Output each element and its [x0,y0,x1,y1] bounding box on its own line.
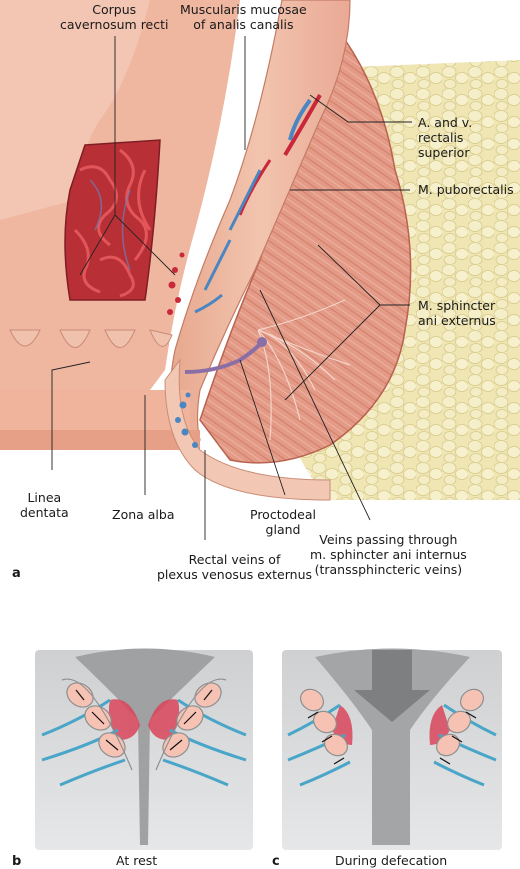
panel-letter-c: c [272,854,280,869]
caption-at-rest: At rest [116,853,158,868]
external-venous-plexus-dots [175,392,198,448]
panel-b-illustration [35,648,253,850]
arrows-rest [75,689,213,751]
panel-c-illustration [282,648,502,850]
cavernous-vessels [73,148,152,298]
panel-letter-b: b [12,854,22,869]
panel-a-leader-lines [51,36,412,540]
cavernous-dots [167,252,185,315]
open-lumen [315,648,470,845]
defecation-arrow [354,650,430,722]
caption-during-defecation: During defecation [335,853,448,868]
panel-letter-a: a [12,566,21,581]
superior-rectal-vessels [194,94,322,314]
panel-a-illustration [0,0,520,501]
label-puborectalis: M. puborectalis [418,182,514,197]
anal-columns [9,329,173,348]
zona-alba-band [0,390,190,430]
arrows-defecation [307,711,477,765]
perianal-skin [164,358,331,501]
closed-lumen [75,648,215,845]
label-zona-alba: Zona alba [112,507,175,522]
sphincter-bodies-defecation [300,688,484,757]
mucosa-folds [0,0,150,220]
